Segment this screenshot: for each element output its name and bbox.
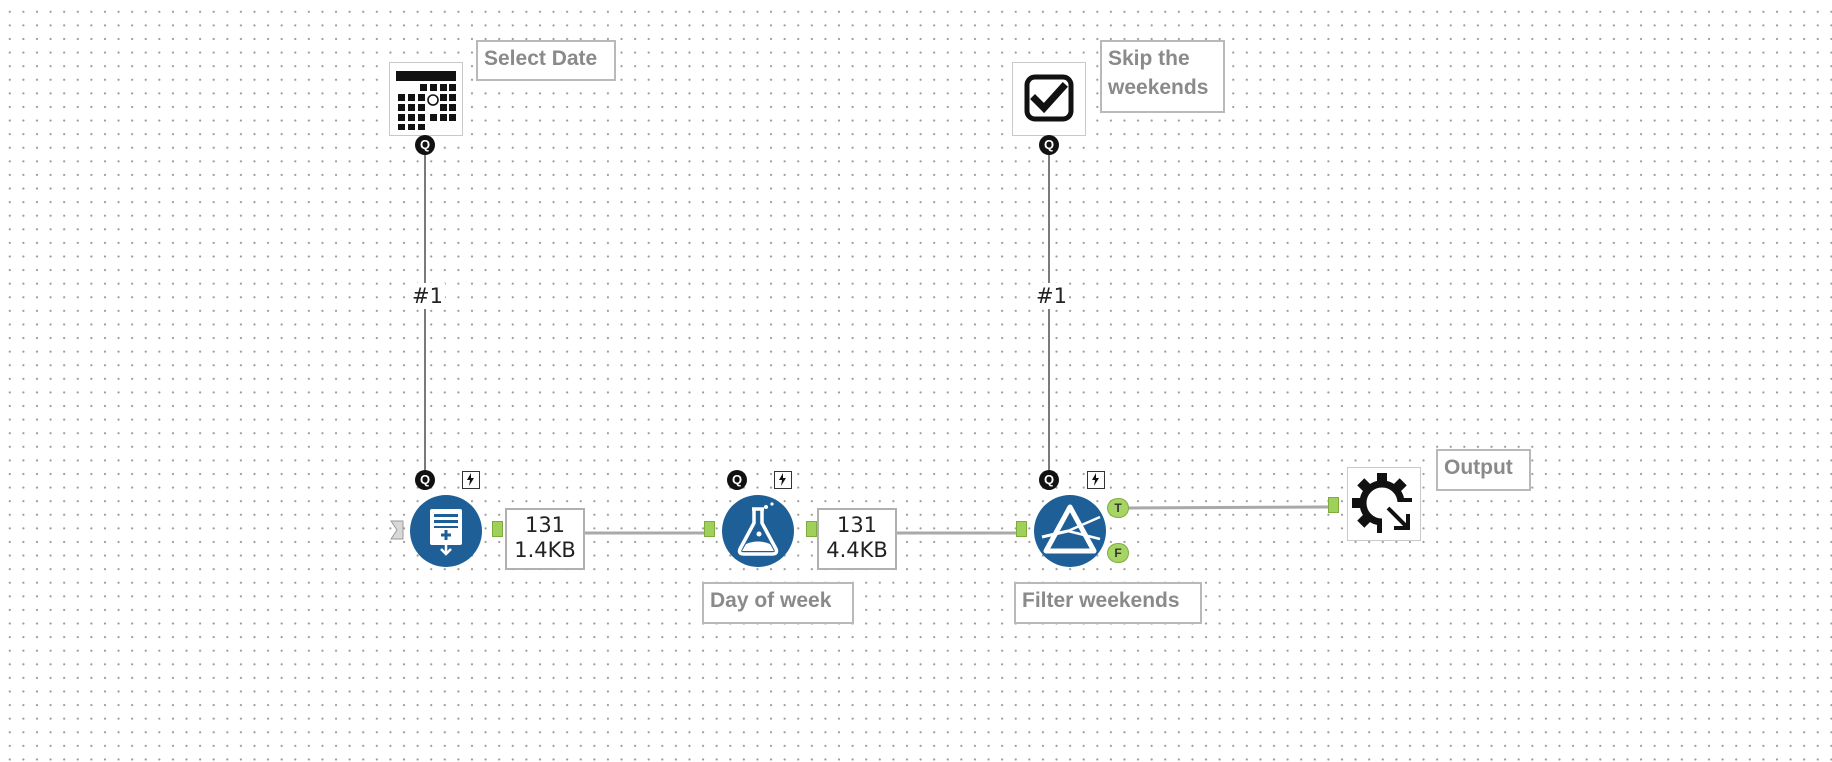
formula-flask-icon — [722, 495, 794, 567]
formula-lightning-badge[interactable] — [774, 471, 792, 489]
input-connection-label: #1 — [410, 283, 445, 309]
checkbox-tool-box[interactable] — [1012, 62, 1086, 136]
output-tool-annotation: Output — [1436, 449, 1531, 491]
formula-data-size: 4.4KB — [826, 538, 888, 562]
filter-input-anchor[interactable] — [1016, 521, 1027, 537]
filter-lightning-badge[interactable] — [1087, 471, 1105, 489]
input-data-size: 1.4KB — [514, 538, 576, 562]
date-tool-box[interactable] — [389, 62, 463, 136]
input-output-anchor[interactable] — [492, 521, 503, 537]
checkbox-q-anchor[interactable]: Q — [1039, 135, 1059, 155]
input-data-icon — [410, 495, 482, 567]
filter-connection-label: #1 — [1034, 283, 1069, 309]
output-tool-box[interactable] — [1347, 467, 1421, 541]
filter-true-anchor[interactable]: T — [1107, 498, 1129, 518]
lightning-icon — [1092, 473, 1099, 486]
filter-icon — [1034, 495, 1106, 567]
formula-output-anchor[interactable] — [806, 521, 817, 537]
input-record-count: 131 — [524, 513, 566, 537]
calendar-icon — [396, 71, 456, 130]
date-q-anchor[interactable]: Q — [415, 135, 435, 155]
filter-false-anchor[interactable]: F — [1107, 543, 1129, 563]
formula-q-anchor[interactable]: Q — [727, 470, 747, 490]
checkbox-annotation-line2: weekends — [1108, 76, 1209, 99]
input-q-anchor[interactable]: Q — [415, 470, 435, 490]
output-input-anchor[interactable] — [1328, 497, 1339, 513]
checkbox-icon — [1024, 74, 1074, 122]
checkbox-annotation-line1: Skip the — [1108, 47, 1190, 70]
formula-input-anchor[interactable] — [704, 521, 715, 537]
checkbox-tool-annotation: Skip the weekends — [1100, 40, 1225, 113]
input-left-anchor[interactable] — [390, 520, 404, 540]
formula-to-filter-stats: 131 4.4KB — [817, 508, 897, 570]
lightning-icon — [779, 473, 786, 486]
filter-tool-annotation: Filter weekends — [1014, 582, 1202, 624]
input-to-formula-stats: 131 1.4KB — [505, 508, 585, 570]
input-lightning-badge[interactable] — [462, 471, 480, 489]
filter-to-output-wire[interactable] — [1127, 505, 1329, 510]
macro-output-gear-icon — [1352, 473, 1416, 536]
formula-record-count: 131 — [836, 513, 878, 537]
date-tool-annotation: Select Date — [476, 40, 616, 81]
filter-q-anchor[interactable]: Q — [1039, 470, 1059, 490]
formula-tool-annotation: Day of week — [702, 582, 854, 624]
lightning-icon — [467, 473, 474, 486]
